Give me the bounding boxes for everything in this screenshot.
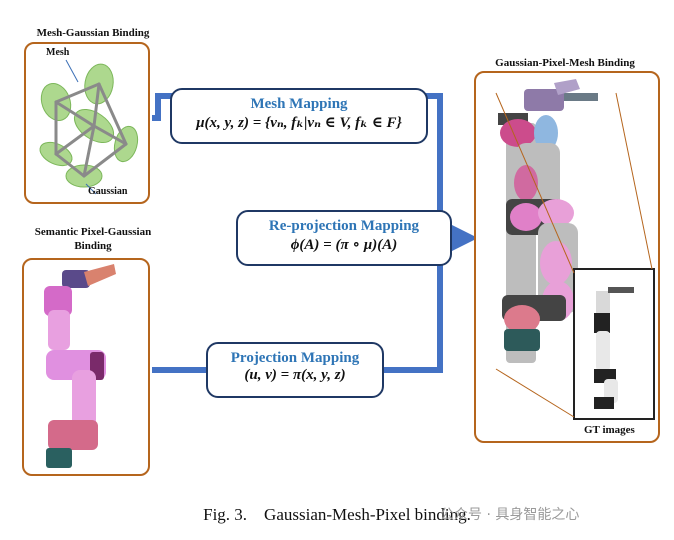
mesh-label: Mesh xyxy=(46,47,70,58)
gaussian-ellipse xyxy=(500,119,536,147)
gt-robot xyxy=(594,287,634,409)
mesh-edge xyxy=(54,152,86,178)
robot-link xyxy=(72,370,96,430)
binding-robot-illustration xyxy=(495,79,655,420)
projection-ray xyxy=(495,368,575,418)
arrow-head-icon xyxy=(452,225,478,251)
mesh-mapping-formula: μ(x, y, z) = {vₙ, fₖ|vₙ ∈ V, fₖ ∈ F} xyxy=(196,115,402,131)
projection-ray xyxy=(495,92,575,274)
semantic-pixel-panel xyxy=(22,258,150,476)
mesh-edge xyxy=(54,124,96,156)
mesh-edge xyxy=(92,124,128,146)
robot-gripper xyxy=(564,93,598,101)
robot-link xyxy=(48,420,98,450)
robot-gripper xyxy=(84,264,116,286)
mesh-edge xyxy=(82,124,96,178)
mesh-edge xyxy=(54,82,101,104)
robot-joint xyxy=(524,89,564,111)
mesh-gaussian-illustration xyxy=(39,59,139,195)
mesh-edge xyxy=(82,142,128,178)
gaussian-ellipse xyxy=(534,115,558,151)
mesh-gaussian-title: Mesh-Gaussian Binding xyxy=(36,27,150,39)
robot-base xyxy=(46,448,72,468)
projection-mapping-title: Projection Mapping xyxy=(230,350,360,366)
mesh-pointer xyxy=(65,59,79,83)
gaussian-ellipse xyxy=(504,305,540,333)
gaussian-pixel-mesh-title: Gaussian-Pixel-Mesh Binding xyxy=(495,57,635,69)
watermark: 公众号 · 具身智能之心 xyxy=(440,507,580,523)
figure-caption: Fig. 3. Gaussian-Mesh-Pixel binding. xyxy=(203,505,471,524)
gt-images-label: GT images xyxy=(584,424,635,436)
semantic-pixel-title: Semantic Pixel-Gaussian Binding xyxy=(34,226,152,252)
projection-mapping-formula: (u, v) = π(x, y, z) xyxy=(244,367,346,383)
robot-joint xyxy=(62,270,90,288)
robot-link xyxy=(48,310,70,350)
semantic-robot-illustration xyxy=(44,264,116,468)
robot-base xyxy=(504,329,540,351)
reprojection-mapping-title: Re-projection Mapping xyxy=(268,218,420,234)
robot-link xyxy=(44,286,72,316)
mesh-edge xyxy=(92,82,101,128)
mesh-gaussian-panel xyxy=(24,42,150,204)
gaussian-label: Gaussian xyxy=(88,186,128,197)
gaussian-pixel-mesh-panel xyxy=(474,71,660,443)
mesh-mapping-title: Mesh Mapping xyxy=(250,96,348,112)
gaussian-ellipse xyxy=(540,241,572,285)
gaussian-ellipse xyxy=(514,165,538,201)
gaussian-ellipse xyxy=(510,203,542,231)
projection-mapping-box: Projection Mapping (u, v) = π(x, y, z) xyxy=(206,342,384,398)
robot-gripper xyxy=(554,79,580,95)
reprojection-mapping-formula: ϕ(A) = (π ∘ μ)(A) xyxy=(290,237,398,253)
projection-ray xyxy=(615,92,653,270)
gaussian-ellipse xyxy=(538,199,574,227)
mesh-edge xyxy=(54,100,96,128)
mesh-mapping-box: Mesh Mapping μ(x, y, z) = {vₙ, fₖ|vₙ ∈ V… xyxy=(170,88,428,144)
reprojection-mapping-box: Re-projection Mapping ϕ(A) = (π ∘ μ)(A) xyxy=(236,210,452,266)
mesh-edge xyxy=(97,82,128,146)
gaussian-pointer xyxy=(85,183,97,195)
